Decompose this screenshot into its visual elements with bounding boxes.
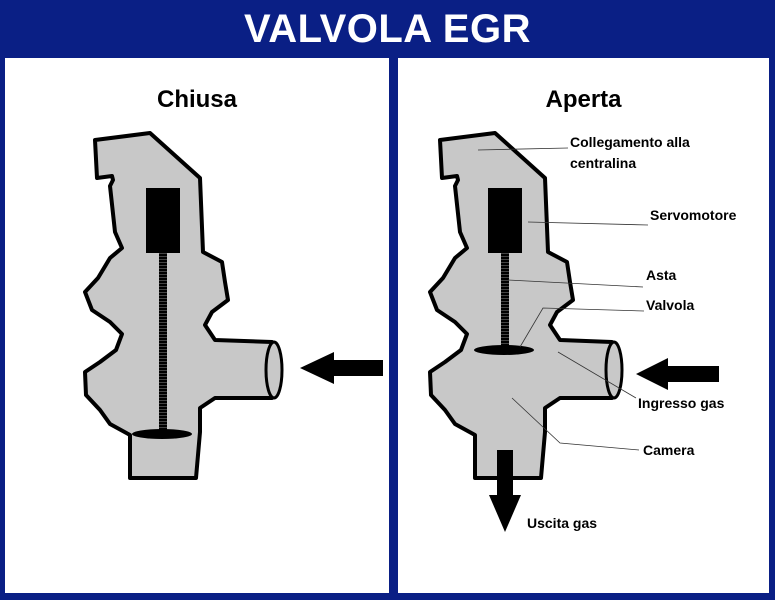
panel-closed-heading: Chiusa	[156, 86, 237, 113]
closed-rod	[159, 253, 167, 433]
label-rod: Asta	[646, 267, 677, 283]
closed-inlet-opening	[264, 340, 284, 400]
leader-lines	[477, 147, 649, 451]
label-gas-outlet: Uscita gas	[527, 515, 597, 531]
label-chamber: Camera	[643, 442, 695, 458]
label-gas-inlet: Ingresso gas	[638, 395, 725, 411]
open-rod	[501, 253, 509, 350]
panel-open-heading: Aperta	[545, 86, 622, 113]
closed-inlet-arrow	[300, 352, 383, 384]
closed-servomotor	[146, 188, 180, 253]
open-valve-body	[428, 131, 622, 480]
open-servomotor	[488, 188, 522, 253]
label-connection-line1: Collegamento alla	[570, 134, 690, 150]
closed-valve-disc	[132, 429, 192, 439]
open-valve-disc	[474, 345, 534, 355]
open-outlet-arrow	[489, 450, 521, 532]
title-bar: VALVOLA EGR	[0, 0, 775, 58]
closed-valve-body	[83, 131, 282, 480]
label-connection-line2: centralina	[570, 155, 636, 171]
label-servomotor: Servomotore	[650, 207, 737, 223]
label-valve: Valvola	[646, 297, 694, 313]
open-inlet-opening	[604, 340, 624, 400]
diagram-title: VALVOLA EGR	[244, 6, 531, 51]
open-inlet-arrow	[636, 358, 719, 390]
open-valve: Collegamento alla centralina Servomotore…	[428, 131, 737, 532]
closed-valve	[83, 131, 383, 480]
